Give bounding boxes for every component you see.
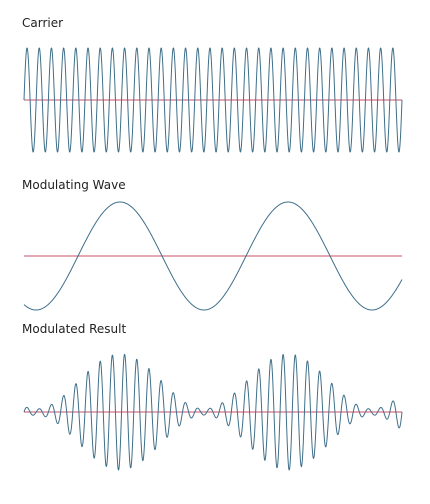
- result-panel: [23, 353, 403, 471]
- carrier-panel: [23, 47, 403, 153]
- modulated-result-label: Modulated Result: [22, 322, 127, 336]
- modulating-panel: [23, 201, 403, 311]
- modulating-wave-label: Modulating Wave: [22, 178, 126, 192]
- modulated-result-waveform: [23, 353, 403, 471]
- modulating-waveform: [23, 201, 403, 311]
- carrier-waveform: [23, 47, 403, 153]
- carrier-label: Carrier: [22, 16, 64, 30]
